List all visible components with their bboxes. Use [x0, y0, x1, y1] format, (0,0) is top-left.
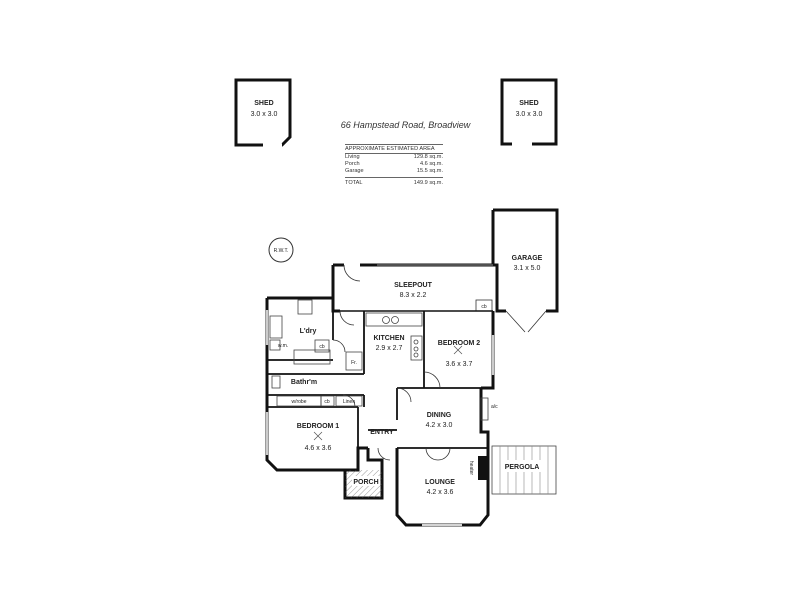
room-dim: 3.0 x 3.0 — [516, 111, 543, 118]
room-dim: 2.9 x 2.7 — [376, 345, 403, 352]
windows — [266, 310, 494, 526]
area-table: APPROXIMATE ESTIMATED AREA Living 129.8 … — [345, 144, 443, 187]
area-row-total: TOTAL 149.9 sq.m. — [345, 177, 443, 187]
room-dim: 3.0 x 3.0 — [251, 111, 278, 118]
heater-unit — [478, 456, 487, 480]
shed-left: SHED 3.0 x 3.0 — [234, 78, 292, 147]
room-name: DINING — [427, 412, 452, 419]
garage: GARAGE 3.1 x 5.0 cb — [475, 208, 559, 333]
room-name: PERGOLA — [505, 464, 540, 471]
kitchen-fixtures — [345, 312, 423, 371]
area-row-porch: Porch 4.6 sq.m. — [345, 161, 443, 168]
room-name: BEDROOM 2 — [438, 340, 481, 347]
area-row-value: 15.5 sq.m. — [416, 168, 443, 174]
linen-label: Linen — [343, 399, 355, 405]
room-name: PORCH — [353, 479, 378, 486]
wet-area-fixtures — [269, 299, 331, 389]
cb-label: cb — [481, 304, 487, 310]
area-total-value: 149.9 sq.m. — [413, 180, 443, 186]
room-dim: 4.2 x 3.0 — [426, 422, 453, 429]
cb-label: cb — [319, 344, 325, 350]
rain-water-tank: R.W.T. — [268, 237, 294, 263]
rwt-label: R.W.T. — [274, 248, 289, 254]
room-name: GARAGE — [512, 255, 543, 262]
room-name: LOUNGE — [425, 479, 455, 486]
room-name: BEDROOM 1 — [297, 423, 340, 430]
room-dim: 3.1 x 5.0 — [514, 265, 541, 272]
cb-label: cb — [324, 399, 330, 405]
room-name: SHED — [519, 100, 538, 107]
light-fixture-icon — [313, 431, 323, 441]
room-name: KITCHEN — [373, 335, 404, 342]
storage-fixtures — [276, 395, 363, 407]
room-name: Bathr'm — [291, 379, 317, 386]
area-row-value: 4.6 sq.m. — [419, 161, 443, 167]
property-address: 66 Hampstead Road, Broadview — [340, 120, 471, 130]
ac-label: a/c — [491, 404, 498, 410]
area-total-label: TOTAL — [345, 180, 363, 186]
room-dim: 8.3 x 2.2 — [400, 292, 427, 299]
room-dim: 3.6 x 3.7 — [446, 361, 473, 368]
shed-right: SHED 3.0 x 3.0 — [500, 78, 558, 146]
heater-label: heater — [468, 461, 474, 476]
area-row-label: Porch — [345, 161, 360, 167]
room-name: ENTRY — [370, 429, 394, 436]
light-fixture-icon — [453, 345, 463, 355]
room-name: SHED — [254, 100, 273, 107]
room-dim: 4.2 x 3.6 — [427, 489, 454, 496]
area-row-label: Garage — [345, 168, 364, 174]
interior-walls — [267, 311, 488, 449]
room-name: SLEEPOUT — [394, 282, 432, 289]
window-lines — [265, 310, 495, 527]
room-dim: 4.6 x 3.6 — [305, 445, 332, 452]
area-row-living: Living 129.8 sq.m. — [345, 154, 443, 161]
pergola: PERGOLA — [491, 445, 557, 495]
area-row-garage: Garage 15.5 sq.m. — [345, 168, 443, 175]
fridge-label: Fr. — [351, 360, 357, 366]
room-name: L'dry — [300, 328, 317, 335]
doors — [332, 264, 451, 461]
ac-unit — [480, 397, 489, 421]
wm-label: w.m. — [278, 343, 288, 349]
area-row-value: 129.8 sq.m. — [413, 154, 443, 160]
wrobe-label: w/robe — [291, 399, 306, 405]
area-table-heading: APPROXIMATE ESTIMATED AREA — [345, 144, 443, 154]
area-row-label: Living — [345, 154, 360, 160]
